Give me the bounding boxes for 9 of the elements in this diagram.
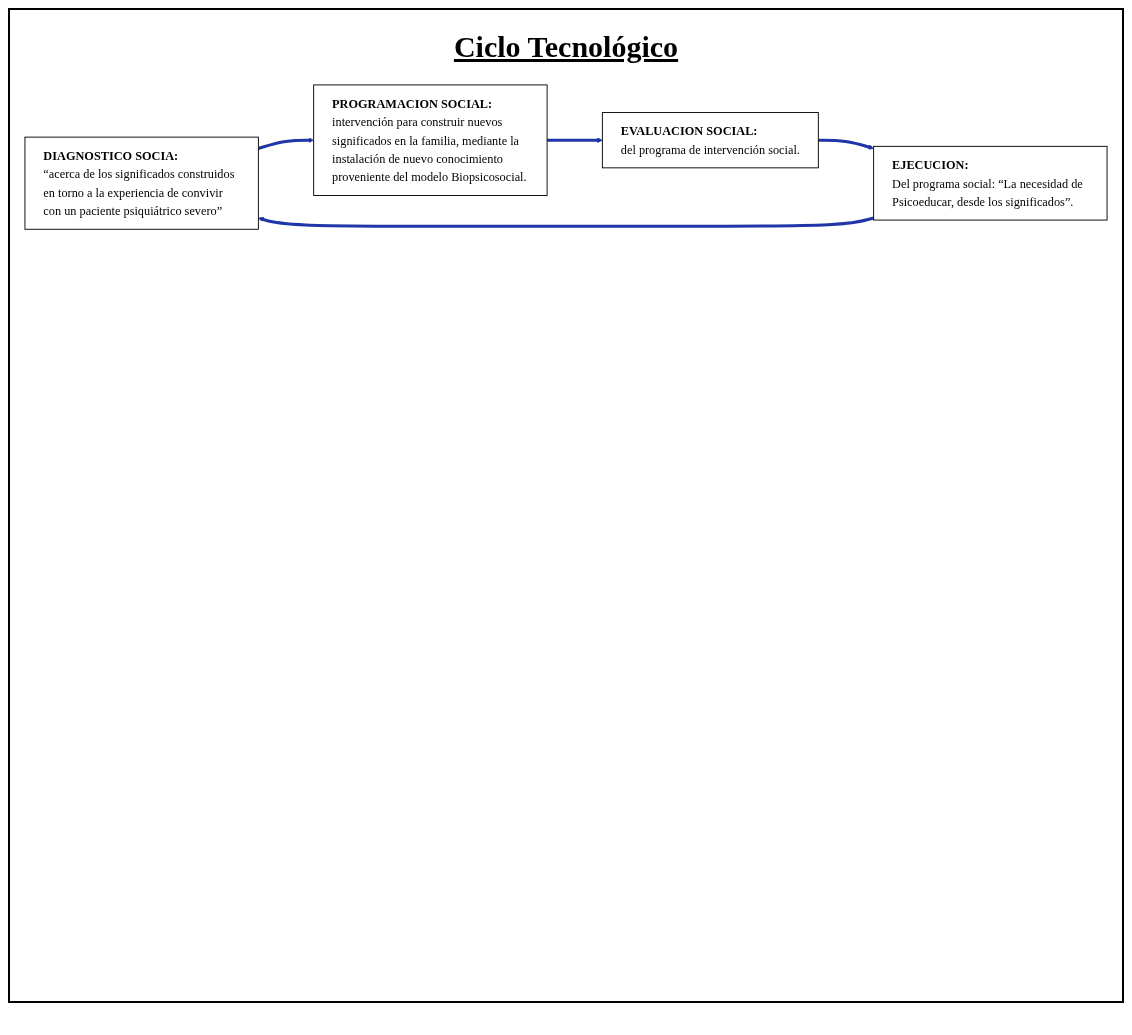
node-box: EJECUCION: Del programa social: “La necesidad de Psicoeducar, desde los significados”.	[873, 145, 1108, 221]
arrow	[258, 216, 875, 228]
node-box: DIAGNOSTICO SOCIA: “acerca de los significados construidos en torno a la experiencia de convivir con un paciente psiquiátrico severo”	[24, 136, 259, 230]
arrow	[547, 137, 603, 143]
node-box: EVALUACION SOCIAL: del programa de intervención social.	[601, 112, 819, 169]
arrow	[818, 138, 874, 150]
node-box: PROGRAMACION SOCIAL: intervención para construir nuevos significados en la familia, mediante la instalación de nuevo conocimiento proveniente del modelo Biopsicosocial.	[313, 84, 548, 196]
diagram-title: Ciclo Tecnológico	[453, 30, 679, 64]
arrow	[257, 137, 314, 150]
